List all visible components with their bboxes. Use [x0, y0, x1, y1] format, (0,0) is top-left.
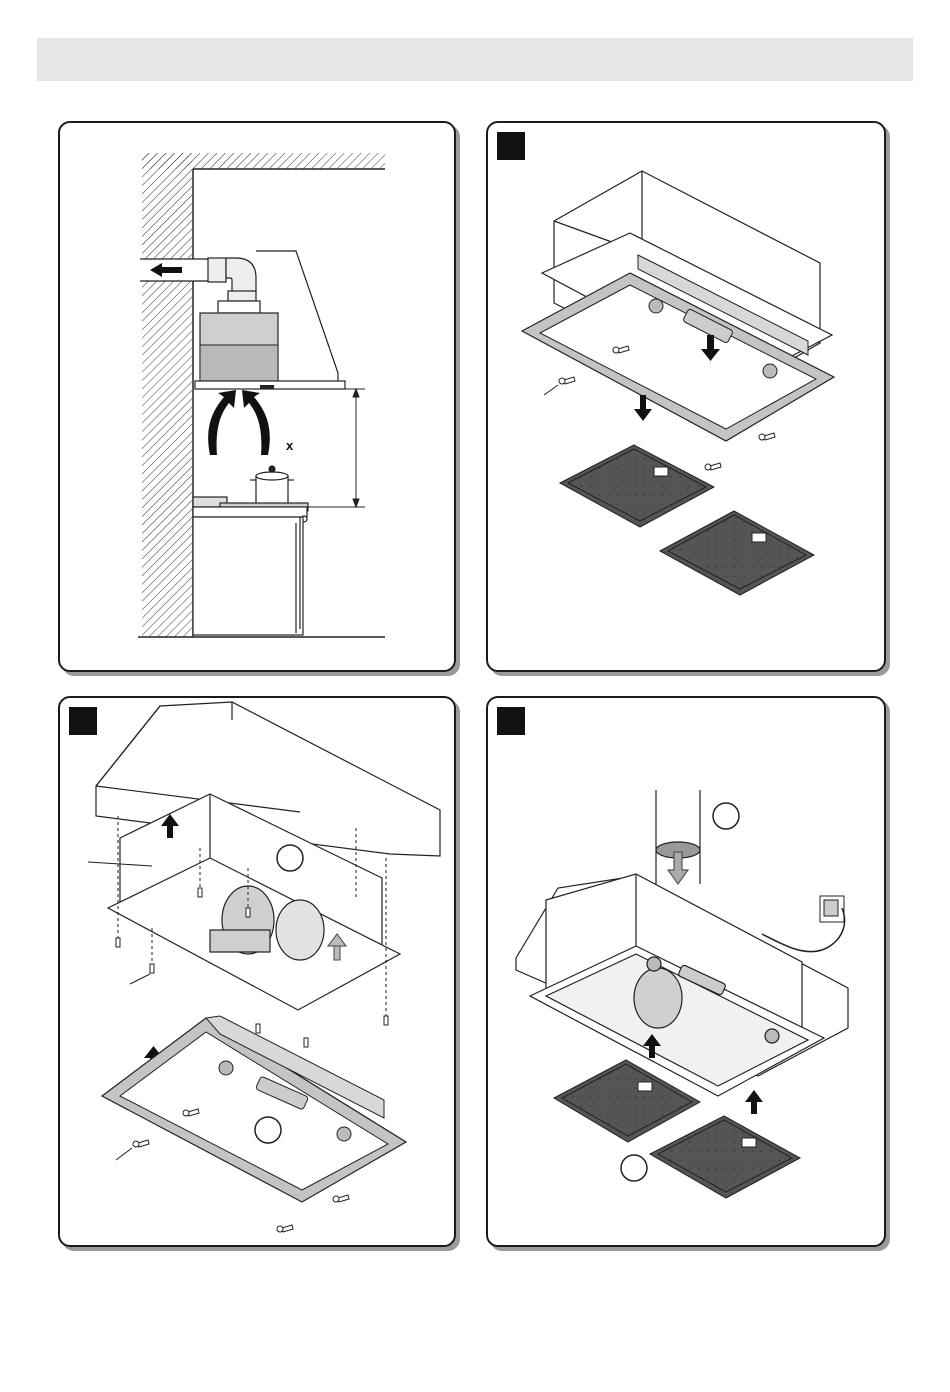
distance-dimension-icon — [305, 389, 365, 507]
installation-diagram: x — [60, 123, 458, 674]
power-socket-icon — [762, 896, 845, 952]
airflow-arrow-icon — [208, 390, 270, 455]
pot-icon — [250, 466, 294, 507]
dimension-symbol: x — [286, 438, 294, 453]
hood-icon — [195, 301, 345, 389]
remove-filters-diagram — [488, 123, 888, 674]
step-connect-and-refit-panel — [486, 696, 886, 1247]
callout-circle-icon — [277, 845, 303, 871]
connect-refit-diagram — [488, 698, 888, 1249]
callout-circle-icon-2 — [255, 1117, 281, 1143]
installation-diagram-panel: x — [58, 121, 456, 672]
callout-circle-icon — [713, 803, 739, 829]
mount-body-diagram — [60, 698, 458, 1249]
cooktop-icon — [193, 497, 308, 635]
grease-filter-icon-2 — [650, 1116, 800, 1198]
frame-icon — [102, 1016, 406, 1202]
wall-icon — [142, 153, 192, 637]
duct-icon — [656, 790, 700, 884]
duct-elbow-icon — [208, 258, 256, 301]
step-remove-filters-panel — [486, 121, 886, 672]
grease-filter-icon — [560, 445, 714, 527]
header-band — [37, 38, 913, 81]
hood-icon — [516, 874, 848, 1096]
grease-filter-icon-2 — [660, 511, 814, 595]
step-mount-body-panel — [58, 696, 456, 1247]
callout-circle-icon-2 — [621, 1155, 647, 1181]
